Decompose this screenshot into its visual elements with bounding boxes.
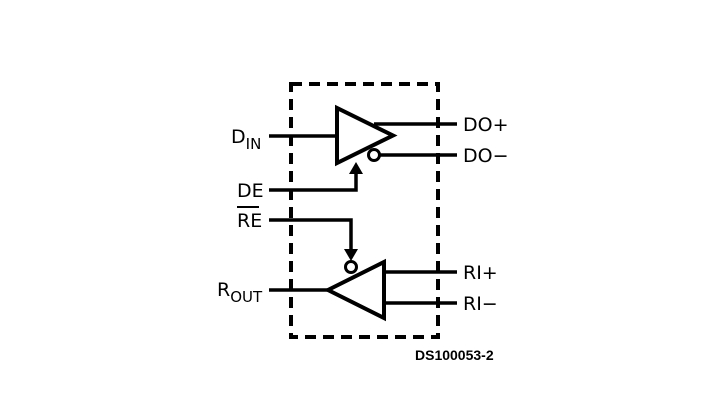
receiver-buffer-symbol bbox=[323, 258, 386, 322]
package-outline bbox=[289, 82, 440, 339]
din-label: DIN bbox=[231, 126, 261, 153]
rout-label: ROUT bbox=[217, 279, 263, 306]
ri-plus-label: RI+ bbox=[463, 262, 498, 284]
do-plus-label: DO+ bbox=[463, 114, 509, 136]
re-label: RE bbox=[237, 210, 262, 232]
de-label: DE bbox=[237, 180, 264, 202]
driver-inverting-bubble bbox=[367, 148, 381, 162]
ri-minus-label: RI− bbox=[463, 293, 498, 315]
re-arrow-head bbox=[344, 249, 358, 261]
de-arrow-head bbox=[349, 162, 363, 174]
receiver-inverting-bubble bbox=[344, 260, 358, 274]
do-minus-label: DO− bbox=[463, 145, 509, 167]
de-wire bbox=[269, 172, 358, 192]
re-wire bbox=[269, 218, 353, 251]
figure-id: DS100053-2 bbox=[415, 347, 494, 363]
